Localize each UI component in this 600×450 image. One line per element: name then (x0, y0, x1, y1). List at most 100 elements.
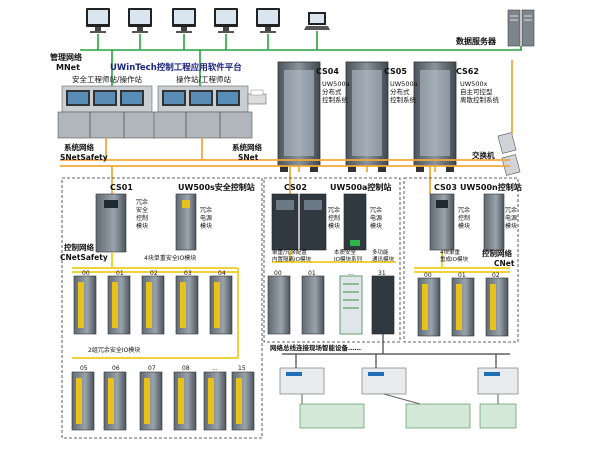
station-cs03-title: UW500n控制站 (460, 182, 522, 192)
svg-text:01: 01 (458, 272, 466, 279)
sys-net1-label: 系统网络 (64, 142, 94, 152)
cnet-bus-cs03 (414, 250, 510, 273)
cs01-power-module (175, 193, 197, 251)
cs03-slot-row: 00 01 02 (424, 272, 500, 279)
cs02-power-label: 冗余 电源 模块 (370, 206, 384, 230)
cs01-controller-module (95, 193, 127, 253)
station-cs02-title: UW500a控制站 (330, 182, 391, 192)
cs02-io-label: 单重/冗余配置 内置隔离IO模块 (272, 248, 311, 263)
cs03-io-label: 4块单重 重成IO模块 (440, 248, 468, 263)
ctrl-net2-label: 控制网络 (482, 248, 512, 258)
cabinet-cs04-line1: UW500a (322, 80, 350, 88)
station-cs01-id: CS01 (110, 183, 133, 192)
cabinet-cs62-line3: 离散控制系统 (460, 95, 500, 104)
safety-ws-label: 安全工程师站/操作站 (72, 74, 143, 84)
svg-text:31: 31 (378, 270, 386, 277)
cabinet-cs05-line2: 分布式 (390, 87, 410, 96)
svg-text:02: 02 (492, 272, 500, 279)
station-cs01-frame (61, 177, 263, 439)
ctrl-net1-en-label: CNetSafety (60, 253, 108, 262)
svg-text:06: 06 (112, 365, 120, 372)
svg-text:04: 04 (218, 270, 226, 277)
field-device-group (279, 367, 519, 429)
cabinet-cs05 (345, 61, 389, 172)
svg-text:03: 03 (184, 270, 192, 277)
cs02-ctrl-label: 冗余 控制 模块 (328, 206, 342, 230)
sys-net1-en-label: SNetSafety (60, 153, 108, 162)
cs02-slot-row: 00 01 ... 31 (274, 270, 386, 277)
cs02-io-modules (267, 275, 395, 335)
station-cs03-id: CS03 (434, 183, 457, 192)
switch-icon (497, 132, 521, 176)
cs03-power-module (483, 193, 505, 251)
cnet-safety-bus (72, 252, 239, 359)
svg-text:00: 00 (82, 270, 90, 277)
svg-text:00: 00 (274, 270, 282, 277)
cabinet-cs04-id: CS04 (316, 67, 339, 76)
cabinet-cs62-id: CS62 (456, 67, 479, 76)
cs01-io1-label: 4块单重安全IO模块 (144, 254, 196, 262)
monitor-icon (128, 8, 152, 33)
svg-text:...: ... (212, 365, 218, 372)
fieldbus-label: 网络总线连接现场智能设备…… (270, 343, 361, 352)
svg-text:02: 02 (150, 270, 158, 277)
printer-icon (247, 89, 267, 105)
safety-console (57, 85, 157, 139)
cs02-comm-label: 多功能 通讯模块 (372, 248, 395, 263)
station-cs01-title: UW500s安全控制站 (178, 182, 255, 192)
mgmt-net-label: 管理网络 (50, 52, 82, 62)
sys-net2-label: 系统网络 (232, 142, 262, 152)
cs01-io2-label: 2组冗余安全IO模块 (88, 346, 140, 354)
svg-text:...: ... (348, 270, 354, 277)
cs01-ctrl-label: 冗余 安全 控制 模块 (136, 198, 150, 230)
cs03-power-label: 冗余 电源 模块 (505, 206, 519, 230)
cs03-io-modules (417, 277, 509, 337)
cs01-io-row1 (73, 275, 233, 335)
operator-console (153, 85, 253, 139)
svg-text:08: 08 (182, 365, 190, 372)
snet-line (60, 60, 513, 194)
cs02-controller-module (271, 193, 327, 251)
cs02-safe-label: 本质安全 IO模块系列 (334, 248, 362, 263)
cs03-ctrl-label: 冗余 控制 模块 (458, 206, 472, 230)
svg-text:05: 05 (80, 365, 88, 372)
svg-text:01: 01 (308, 270, 316, 277)
cabinet-cs62-line1: UW500x (460, 80, 488, 88)
monitor-icon (86, 8, 110, 33)
monitor-icon (214, 8, 238, 33)
cnet-bus-cs02 (272, 250, 396, 263)
cabinet-cs04-line2: 分布式 (322, 87, 342, 96)
svg-text:15: 15 (238, 365, 246, 372)
cs01-slot-row1: 00 01 02 03 04 (82, 270, 226, 277)
mnet-line (80, 31, 522, 86)
cabinet-cs62-line2: 自主可控型 (460, 87, 493, 96)
laptop-icon (304, 12, 330, 30)
db-server-label: 数据服务器 (456, 36, 497, 46)
cs01-io-row2 (71, 371, 255, 431)
cs01-power-label: 冗余 电源 模块 (200, 206, 214, 230)
op-ws-label: 操作站/工程师站 (176, 74, 232, 84)
cabinet-cs04 (277, 61, 321, 172)
cs01-slot-row2: 05 06 07 08 ... 15 (80, 365, 246, 372)
mgmt-net-en-label: MNet (56, 63, 80, 72)
svg-text:00: 00 (424, 272, 432, 279)
ctrl-net1-label: 控制网络 (64, 242, 94, 252)
switch-label: 交换机 (472, 150, 495, 160)
monitor-icon (172, 8, 196, 33)
station-cs02-frame (263, 177, 401, 343)
svg-text:07: 07 (148, 365, 156, 372)
ctrl-net2-en-label: CNet (494, 259, 515, 268)
station-cs02-id: CS02 (284, 183, 307, 192)
cabinet-cs05-line3: 控制系统 (390, 95, 417, 104)
cabinet-cs05-line1: UW500a (390, 80, 418, 88)
sys-net2-en-label: SNet (238, 153, 259, 162)
cabinet-cs05-id: CS05 (384, 67, 407, 76)
cabinet-cs04-line3: 控制系统 (322, 95, 349, 104)
platform-title: UWinTech控制工程应用软件平台 (110, 62, 242, 73)
cabinet-cs62 (413, 61, 457, 172)
cs02-power-module (343, 193, 367, 251)
server-icon (507, 9, 535, 47)
management-pc-group (86, 8, 535, 47)
station-cs03-frame (403, 177, 519, 343)
